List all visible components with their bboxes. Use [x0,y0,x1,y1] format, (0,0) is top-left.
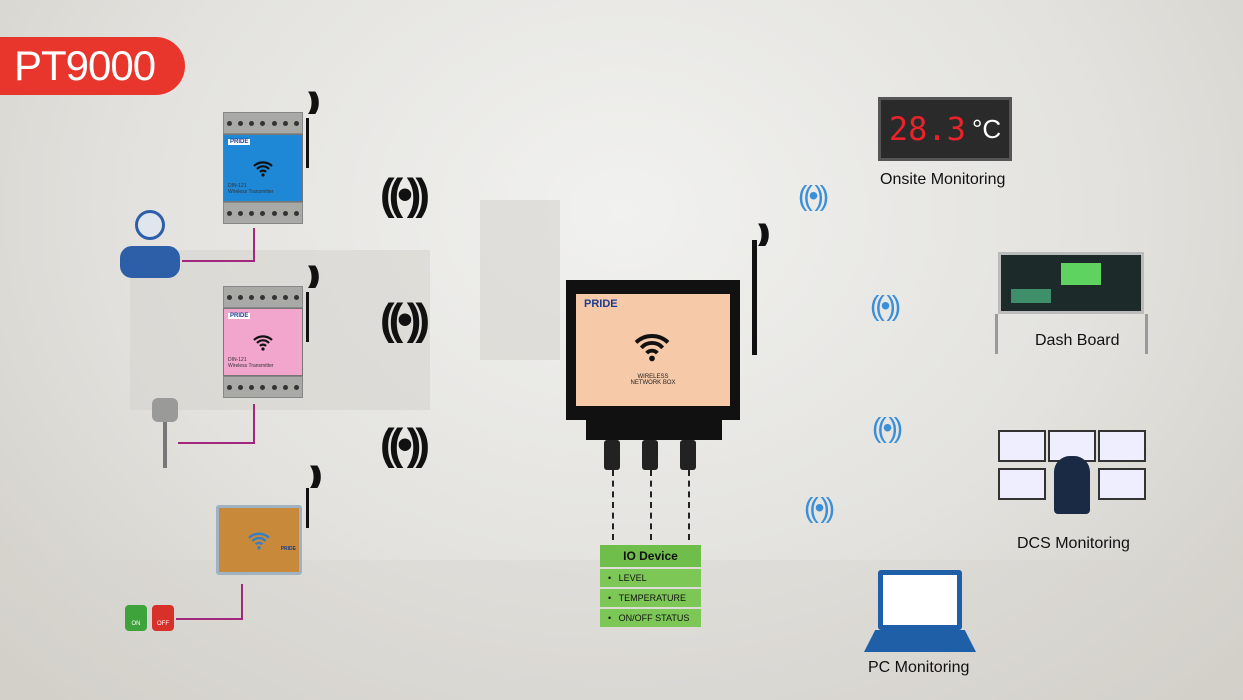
io-item: TEMPERATURE [618,593,686,603]
box-label-line1: WIRELESS [637,374,669,380]
off-switch: OFF [152,605,174,631]
brand-logo: PRIDE [228,139,251,145]
wireless-signal-icon: ((•)) [870,290,901,321]
wireless-signal-icon: ((•)) [872,412,903,443]
antenna [752,240,757,355]
terminal-rail [223,112,303,134]
signal-icon: ))) [758,220,770,247]
cable-gland [604,440,620,470]
laptop-screen [878,570,962,630]
wifi-icon [634,334,670,362]
box-label-line2: NETWORK BOX [630,380,676,386]
brand-logo: PRIDE [584,298,618,310]
wireless-network-box: PRIDE WIRELESS NETWORK BOX [566,280,740,420]
io-item: ON/OFF STATUS [618,613,690,623]
signal-icon: ))) [310,462,322,489]
onsite-monitoring-label: Onsite Monitoring [880,171,1006,188]
onsite-display: 28.3 °C [878,97,1012,161]
antenna [306,118,309,168]
wifi-icon [253,161,273,177]
io-item: LEVEL [618,573,647,583]
laptop-base [864,630,976,652]
io-device-title: IO Device [600,545,701,567]
dashboard-label: Dash Board [1035,332,1120,349]
flow-meter-sensor [120,210,180,280]
dcs-workstation [998,430,1148,515]
wifi-icon [248,532,270,550]
connector-base [586,420,722,440]
antenna [306,292,309,342]
temperature-probe-sensor [150,398,180,468]
display-value: 28.3 [888,110,966,148]
brand-logo: PRIDE [228,313,251,319]
cable-gland [680,440,696,470]
display-unit: °C [971,113,1002,144]
signal-icon: ))) [308,88,320,115]
cable-gland [642,440,658,470]
model-label: DIN-121 [228,357,247,363]
wireless-signal-icon: ((•)) [798,180,829,211]
on-switch: ON [125,605,147,631]
antenna [306,488,309,528]
wireless-signal-icon: ((•)) [380,170,430,219]
io-device-panel: IO Device • LEVEL • TEMPERATURE • ON/OFF… [600,545,701,629]
terminal-rail [223,376,303,398]
transmitter-label: Wireless Transmitter [228,189,274,195]
product-badge: PT9000 [0,37,185,95]
wireless-signal-icon: ((•)) [380,295,430,344]
wifi-icon [253,335,273,351]
model-label: DIN-121 [228,183,247,189]
dcs-monitoring-label: DCS Monitoring [1017,535,1130,552]
dashboard-screen [998,252,1144,314]
terminal-rail [223,286,303,308]
wireless-signal-icon: ((•)) [804,492,835,523]
pc-monitoring-label: PC Monitoring [868,659,970,676]
terminal-rail [223,202,303,224]
transmitter-label: Wireless Transmitter [228,363,274,369]
wireless-signal-icon: ((•)) [380,420,430,469]
brand-logo: PRIDE [280,546,296,552]
signal-icon: ))) [308,262,320,289]
wireless-transmitter-3: PRIDE [216,505,302,575]
